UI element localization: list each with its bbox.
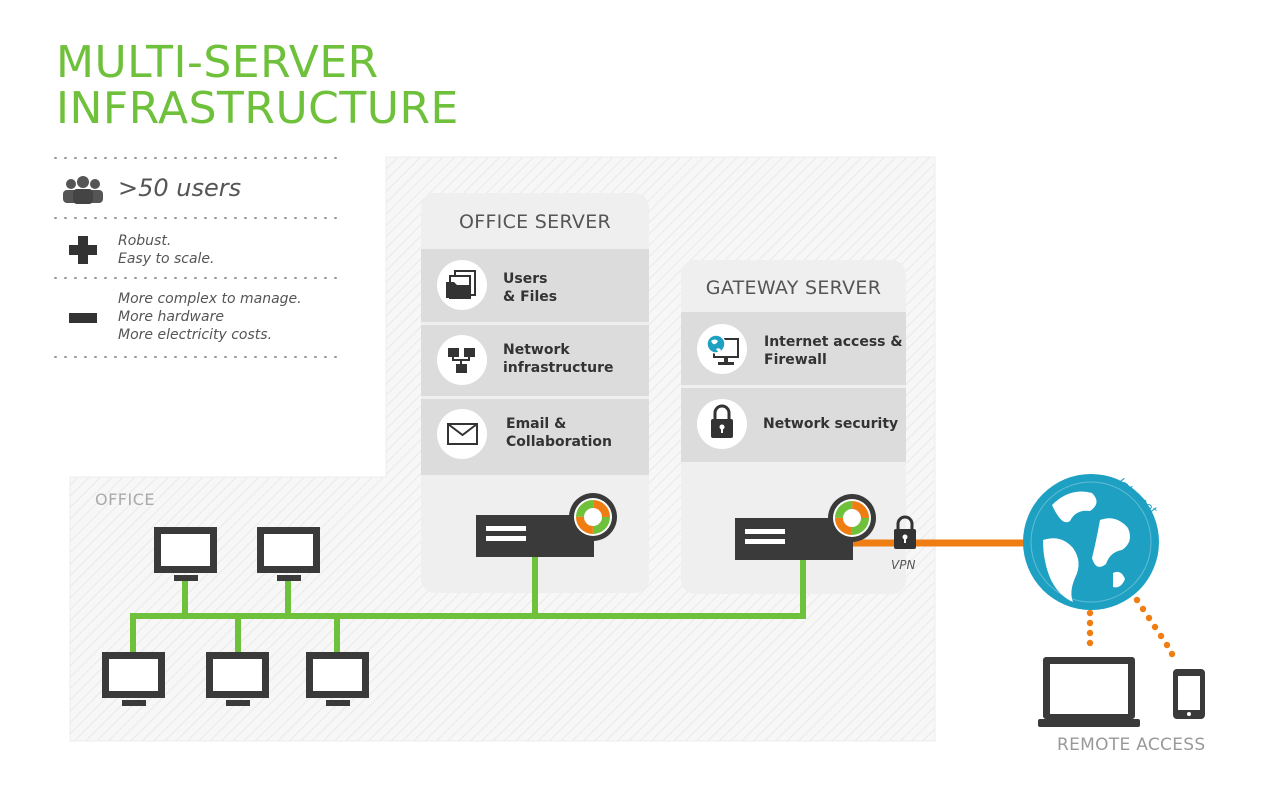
globe-monitor-icon [706,334,739,365]
office-service-network: Network infrastructure [503,341,613,377]
pros-list: Robust. Easy to scale. [118,232,214,268]
pro-item: Easy to scale. [118,251,215,267]
network-icon [448,348,475,373]
folders-icon [446,270,476,299]
con-item: More electricity costs. [118,327,273,343]
office-zone-label: OFFICE [95,490,155,509]
gateway-server-box [735,494,876,560]
gateway-service-security: Network security [763,415,898,433]
workstation-monitor [257,527,320,581]
service-label-line: Collaboration [506,434,613,450]
service-label-line: Network security [763,416,899,432]
gateway-server-title: GATEWAY SERVER [705,277,882,299]
con-item: More complex to manage. [118,291,302,307]
office-service-users-files: Users & Files [503,270,557,306]
pro-item: Robust. [118,233,172,249]
con-item: More hardware [118,309,224,325]
title-line-1: MULTI-SERVER [56,37,379,88]
info-separators [54,157,339,358]
service-label-line: Firewall [764,352,827,368]
lan-cables [130,553,806,655]
lock-icon [711,404,733,438]
laptop-icon [1038,657,1140,727]
office-server-box [476,493,617,557]
cons-list: More complex to manage. More hardware Mo… [118,290,302,344]
gateway-service-internet: Internet access & Firewall [764,333,903,369]
service-label-line: infrastructure [503,360,614,376]
users-group-icon [63,176,103,204]
users-count: >50 users [118,174,242,202]
office-server-title: OFFICE SERVER [458,211,612,233]
office-service-email: Email & Collaboration [506,415,612,451]
vpn-lock-icon [894,515,916,549]
office-server-card [421,193,649,593]
service-label-line: Network [503,342,570,358]
workstation-monitor [306,652,369,706]
workstation-monitor [154,527,217,581]
service-label-line: Users [503,271,548,287]
title-line-2: INFRASTRUCTURE [56,83,459,134]
minus-icon [69,313,97,323]
internet-globe-icon [1023,474,1159,610]
page-title: MULTI-SERVER INFRASTRUCTURE [56,40,459,132]
plus-icon [69,236,97,264]
remote-access-label: REMOTE ACCESS [1057,735,1206,755]
workstation-monitor [206,652,269,706]
service-label-line: Email & [506,416,567,432]
phone-icon [1173,669,1205,719]
workstation-monitor [102,652,165,706]
envelope-icon [447,423,478,445]
service-label-line: & Files [503,289,558,305]
service-label-line: Internet access & [764,334,903,350]
vpn-label: VPN [891,558,916,572]
